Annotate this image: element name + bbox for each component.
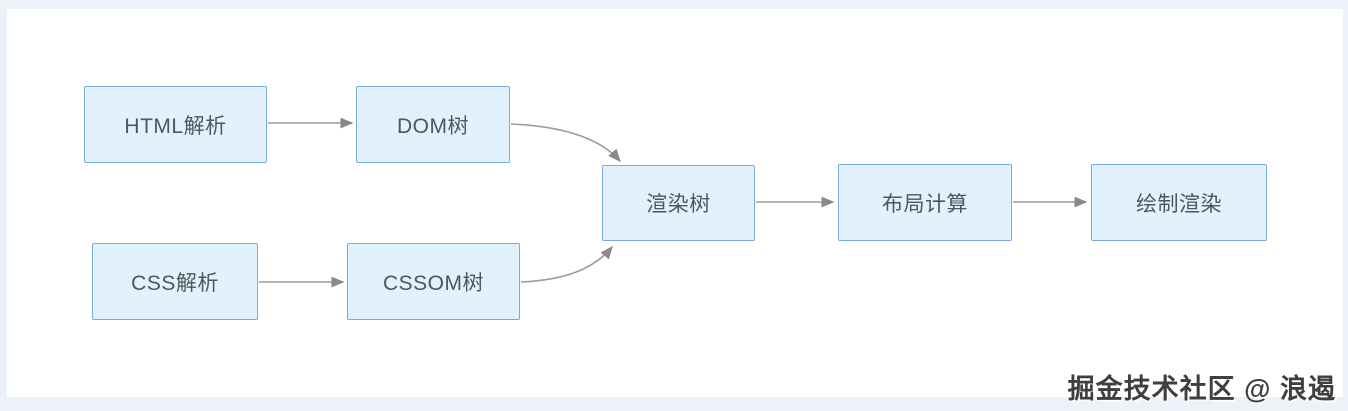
node-render-tree-label: 渲染树 bbox=[646, 193, 711, 216]
node-cssom-tree: CSSOM树 bbox=[347, 243, 520, 320]
node-dom-tree: DOM树 bbox=[356, 86, 510, 163]
node-css-parse-label: CSS解析 bbox=[131, 271, 219, 295]
node-layout-calc-label: 布局计算 bbox=[882, 192, 968, 216]
node-css-parse: CSS解析 bbox=[92, 243, 258, 320]
node-paint-render-label: 绘制渲染 bbox=[1136, 192, 1222, 216]
watermark: 掘金技术社区 @ 浪遏 bbox=[1067, 374, 1336, 404]
node-html-parse: HTML解析 bbox=[84, 86, 267, 163]
node-paint-render: 绘制渲染 bbox=[1091, 164, 1267, 241]
node-layout-calc: 布局计算 bbox=[838, 164, 1012, 241]
node-render-tree: 渲染树 bbox=[602, 165, 755, 241]
node-html-parse-label: HTML解析 bbox=[124, 114, 227, 138]
node-dom-tree-label: DOM树 bbox=[397, 114, 469, 138]
node-cssom-tree-label: CSSOM树 bbox=[382, 271, 484, 295]
